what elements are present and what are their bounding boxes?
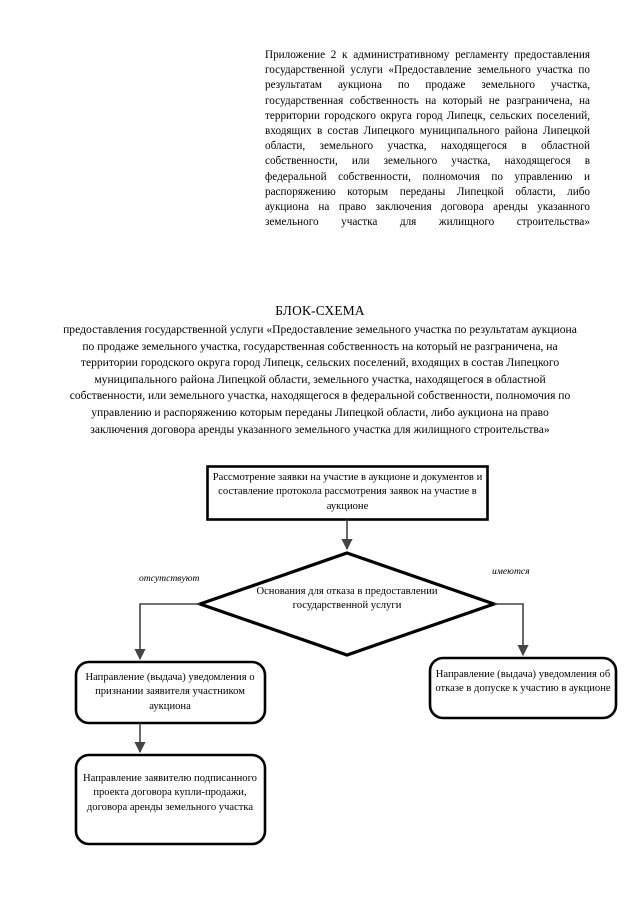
page-title: БЛОК-СХЕМА (275, 303, 365, 318)
connector-decision-to-accept (134, 603, 200, 661)
node-reject-label: Направление (выдача) уведомления об отка… (435, 669, 611, 695)
appendix-header-text: Приложение 2 к административному регламе… (265, 49, 590, 229)
node-contract-label: Направление заявителю подписанного проек… (83, 773, 257, 813)
edge-label-present: имеются (492, 566, 530, 577)
page-subtitle: предоставления государственной услуги «П… (63, 323, 577, 436)
edge-label-absent: отсутствуют (139, 573, 200, 584)
node-decision-label: Основания для отказа в предоставлении го… (256, 586, 438, 612)
node-accept-label: Направление (выдача) уведомления о призн… (85, 672, 255, 712)
connector-decision-to-reject (494, 603, 529, 657)
node-review-label: Рассмотрение заявки на участие в аукцион… (212, 472, 483, 512)
